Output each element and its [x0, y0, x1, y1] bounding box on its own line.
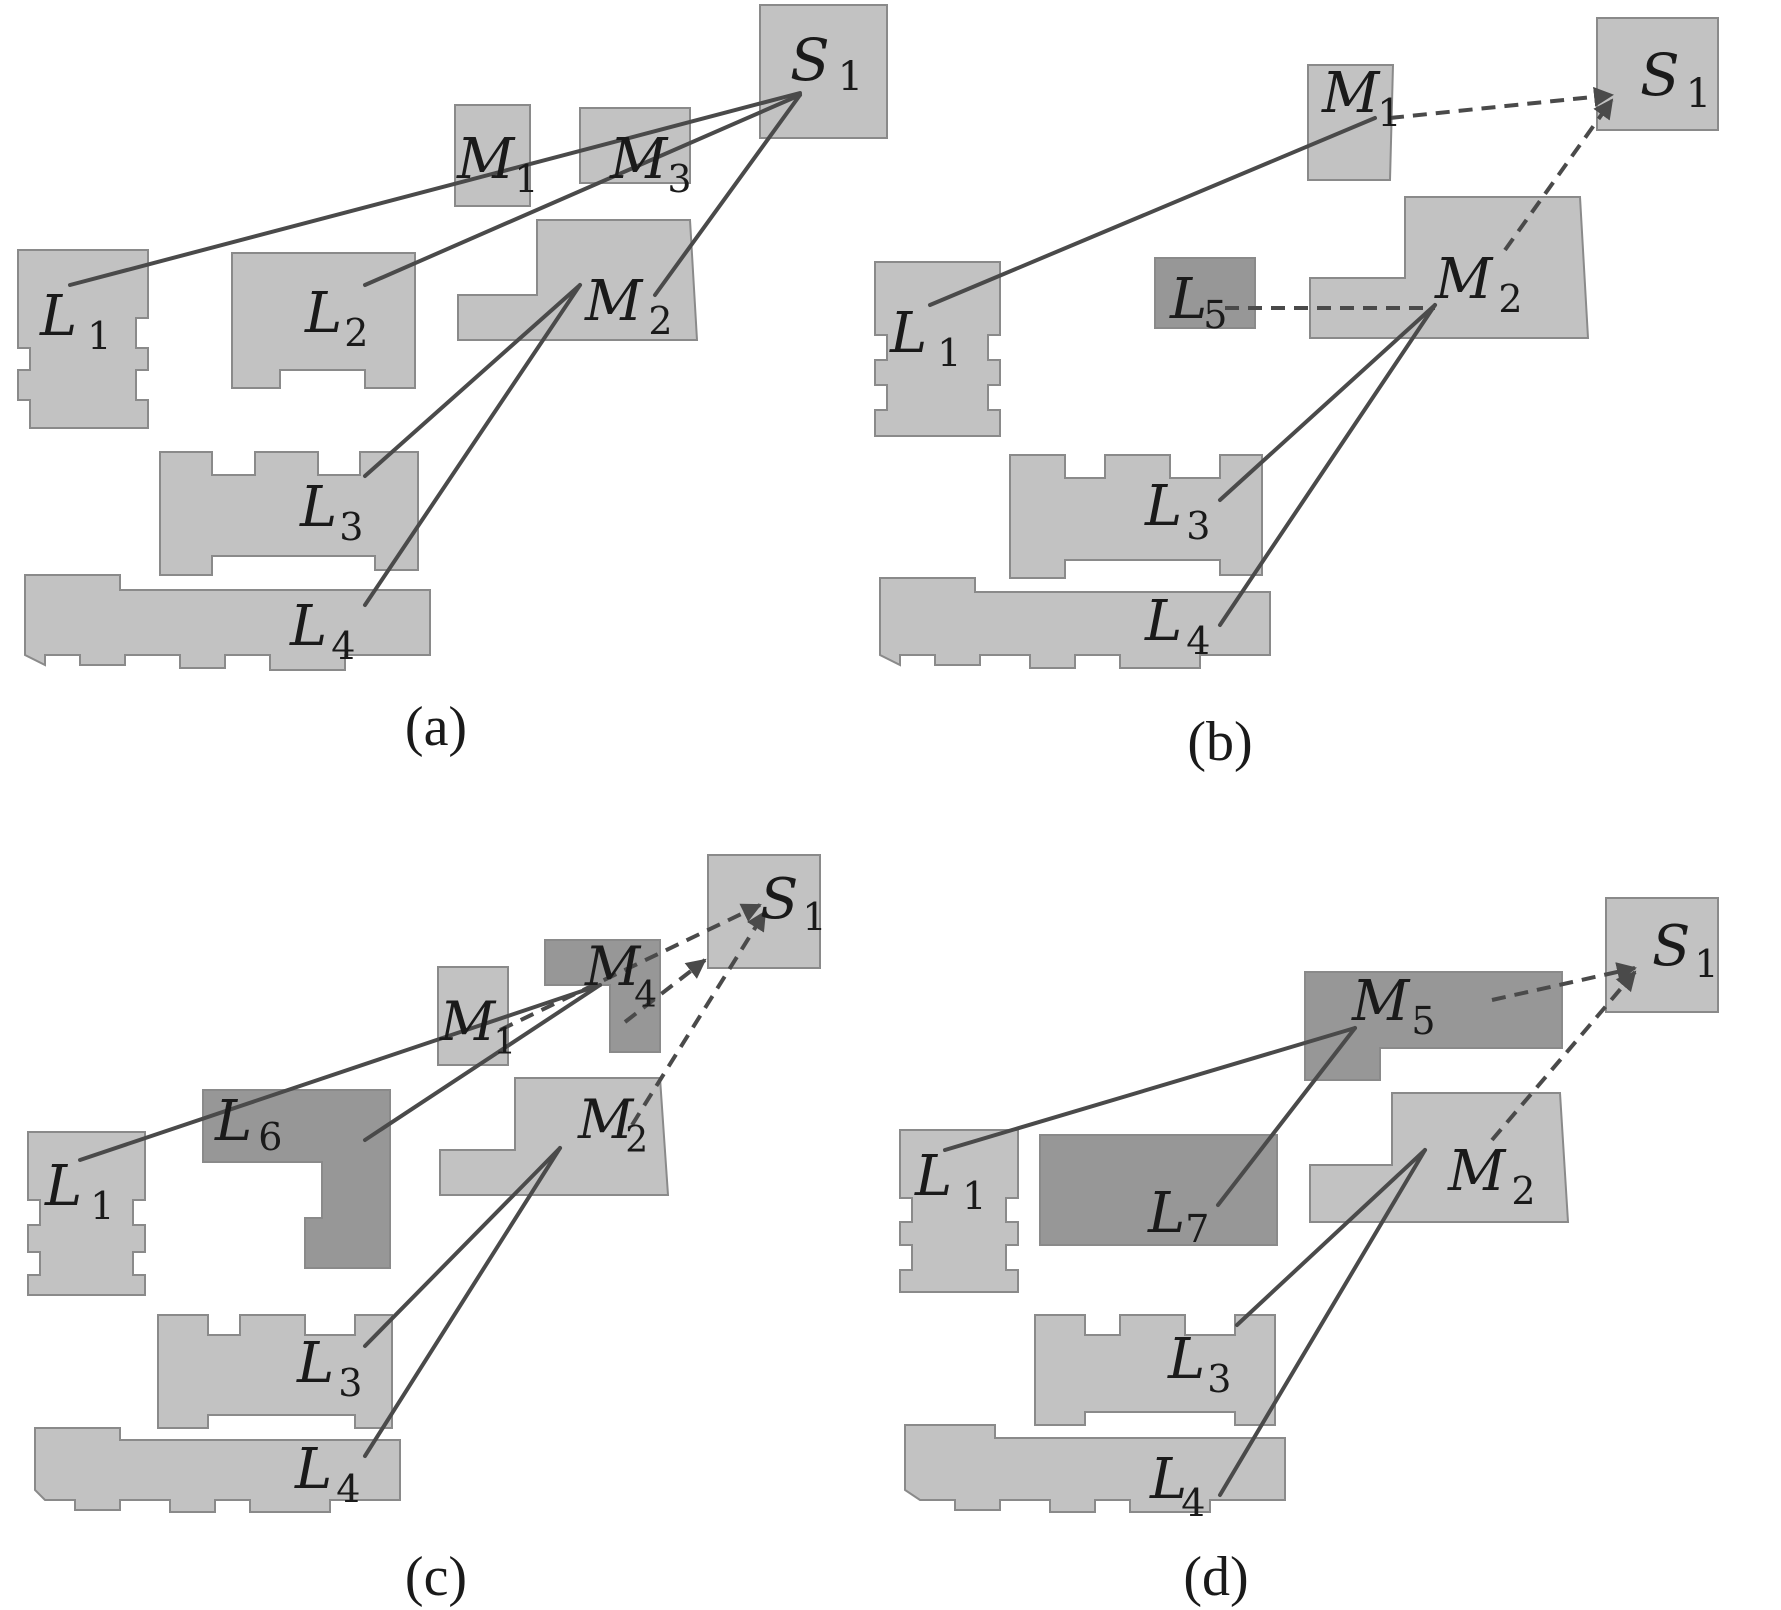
- link-l4-m2: [363, 1146, 562, 1458]
- building-m1: [437, 966, 509, 1066]
- label-m1: M1: [1321, 61, 1402, 135]
- building-l1: [27, 1131, 146, 1296]
- panel-b-links: [928, 86, 1614, 627]
- building-l2: [231, 252, 416, 389]
- link-m2-s1: [1503, 98, 1614, 252]
- panel-a-buildings: [17, 4, 888, 671]
- link-l1-m1: [928, 116, 1377, 307]
- link-l4-m2: [363, 283, 582, 607]
- link-l1-m4: [78, 983, 602, 1162]
- link-m1-s1: [1389, 86, 1614, 120]
- panel-a-links: [68, 91, 802, 607]
- link-l3-m2: [363, 1146, 562, 1348]
- caption-c: (c): [405, 1546, 467, 1608]
- link-l3-m2: [1235, 1148, 1427, 1327]
- link-l1-s1: [68, 91, 802, 287]
- caption-b: (b): [1187, 711, 1252, 773]
- label-m1: M1: [456, 127, 539, 201]
- link-l4-m2: [1218, 1148, 1427, 1497]
- building-m3: [579, 107, 691, 184]
- building-l1: [874, 261, 1001, 437]
- label-m4: M4: [584, 935, 657, 1016]
- building-l7: [1039, 1134, 1278, 1246]
- link-l4-m2: [1218, 303, 1437, 627]
- label-l4: L4: [1149, 1447, 1205, 1525]
- link-m4-s1: [623, 958, 707, 1024]
- panel-c-links: [78, 903, 767, 1458]
- link-l3-m2: [1218, 303, 1437, 502]
- panel-d-links: [943, 962, 1637, 1497]
- link-m1-s1: [499, 903, 762, 1032]
- panel-b-buildings: [874, 17, 1719, 669]
- building-l3: [1009, 454, 1263, 579]
- building-l3: [1034, 1314, 1276, 1426]
- link-l6-m4: [363, 983, 602, 1142]
- link-l7-m5: [1216, 1026, 1357, 1207]
- link-m2-s1: [1490, 970, 1637, 1142]
- label-l3: L3: [1167, 1327, 1231, 1401]
- building-l1: [17, 249, 149, 429]
- building-m2: [457, 219, 699, 341]
- building-m2: [1309, 1092, 1570, 1223]
- label-m2: M2: [577, 1088, 648, 1161]
- link-l3-m2: [363, 283, 582, 478]
- link-m2-s1: [653, 93, 802, 297]
- building-m2: [1309, 196, 1590, 339]
- building-l3: [159, 451, 419, 576]
- building-l5: [1154, 257, 1256, 329]
- panel-c-buildings: [27, 854, 821, 1513]
- building-l1: [899, 1129, 1019, 1293]
- panel-d-buildings: [899, 897, 1719, 1513]
- link-m2-s1: [630, 910, 767, 1127]
- building-l4: [904, 1424, 1286, 1513]
- building-l4: [879, 577, 1271, 669]
- label-m1: M1: [439, 990, 516, 1063]
- label-m5: M5: [1351, 969, 1436, 1043]
- building-l3: [157, 1314, 393, 1429]
- label-l2: L2: [304, 281, 368, 355]
- caption-a: (a): [405, 696, 467, 758]
- building-l6: [202, 1089, 391, 1269]
- building-m1: [1307, 64, 1395, 181]
- building-l4: [34, 1427, 401, 1513]
- caption-d: (d): [1183, 1546, 1248, 1608]
- link-m5-s1: [1491, 962, 1637, 1002]
- link-l1-m5: [943, 1026, 1357, 1152]
- label-l7: L7: [1147, 1181, 1209, 1251]
- label-l3: L3: [299, 475, 363, 549]
- label-m3: M3: [609, 127, 692, 201]
- label-l5: L5: [1169, 267, 1227, 337]
- building-l4: [24, 574, 431, 671]
- link-l2-s1: [363, 93, 802, 287]
